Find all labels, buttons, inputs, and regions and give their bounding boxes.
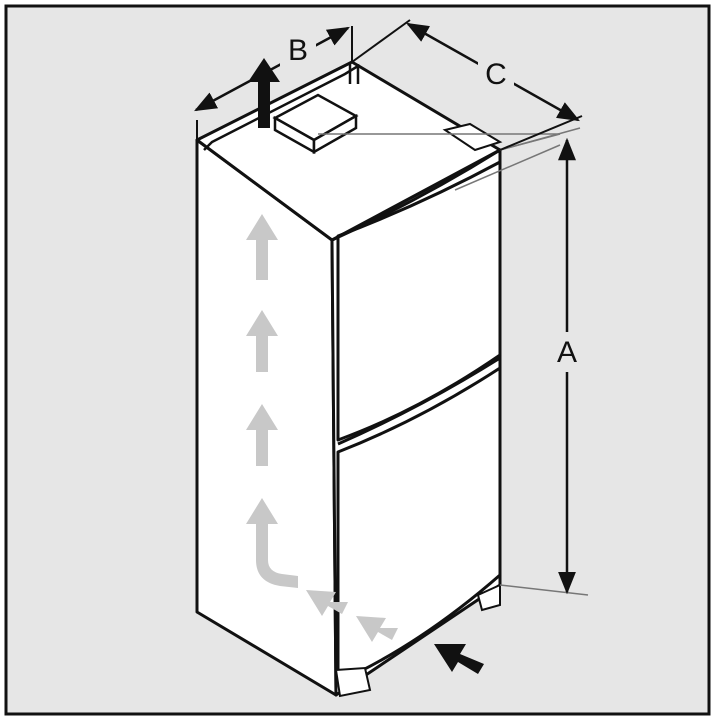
dimension-c: C [406,22,580,122]
airflow-turn-arrow-icon [246,498,298,588]
airflow-arrow-up-icon [246,404,278,466]
airflow-arrow-up-icon [246,310,278,372]
arrow-left-icon [434,644,484,674]
top-hinge-cover [442,122,503,152]
dimension-label-a: A [557,336,577,369]
dimension-b: B [194,26,350,112]
dimension-label-b: B [288,34,308,67]
fridge-right-foot [476,583,501,612]
dimension-a: A [548,137,586,595]
fridge-lower-door [336,366,502,684]
arrow-up-icon [248,58,280,128]
airflow-intake-arrow-icon [356,616,398,642]
airflow-arrow-up-icon [246,214,278,280]
airflow-intake-arrow-icon [306,590,348,616]
fridge-front-foot [334,666,372,698]
airflow-path [246,214,398,642]
dimension-label-c: C [485,58,507,91]
